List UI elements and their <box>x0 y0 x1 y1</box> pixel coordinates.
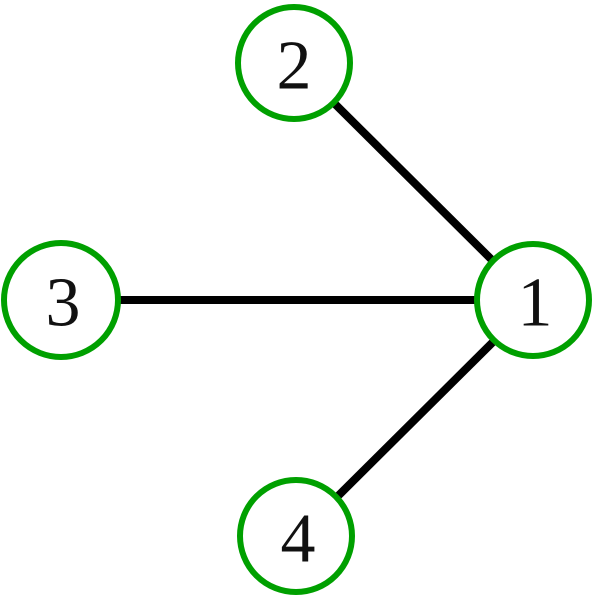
node-label-2: 2 <box>277 28 312 105</box>
edges-group <box>118 100 498 500</box>
node-1[interactable]: 1 <box>474 241 592 359</box>
node-circle-2[interactable] <box>235 4 353 122</box>
node-circle-4[interactable] <box>237 477 355 595</box>
edge-4-1 <box>334 337 498 500</box>
node-label-3: 3 <box>46 265 81 342</box>
node-4[interactable]: 4 <box>237 477 355 595</box>
node-label-4: 4 <box>281 501 316 578</box>
node-2[interactable]: 2 <box>235 4 353 122</box>
node-circle-3[interactable] <box>1 240 121 360</box>
edge-2-1 <box>331 100 497 265</box>
nodes-group: 2 3 1 4 <box>1 4 592 595</box>
node-3[interactable]: 3 <box>1 240 121 360</box>
node-circle-1[interactable] <box>474 241 592 359</box>
node-label-1: 1 <box>518 265 553 342</box>
